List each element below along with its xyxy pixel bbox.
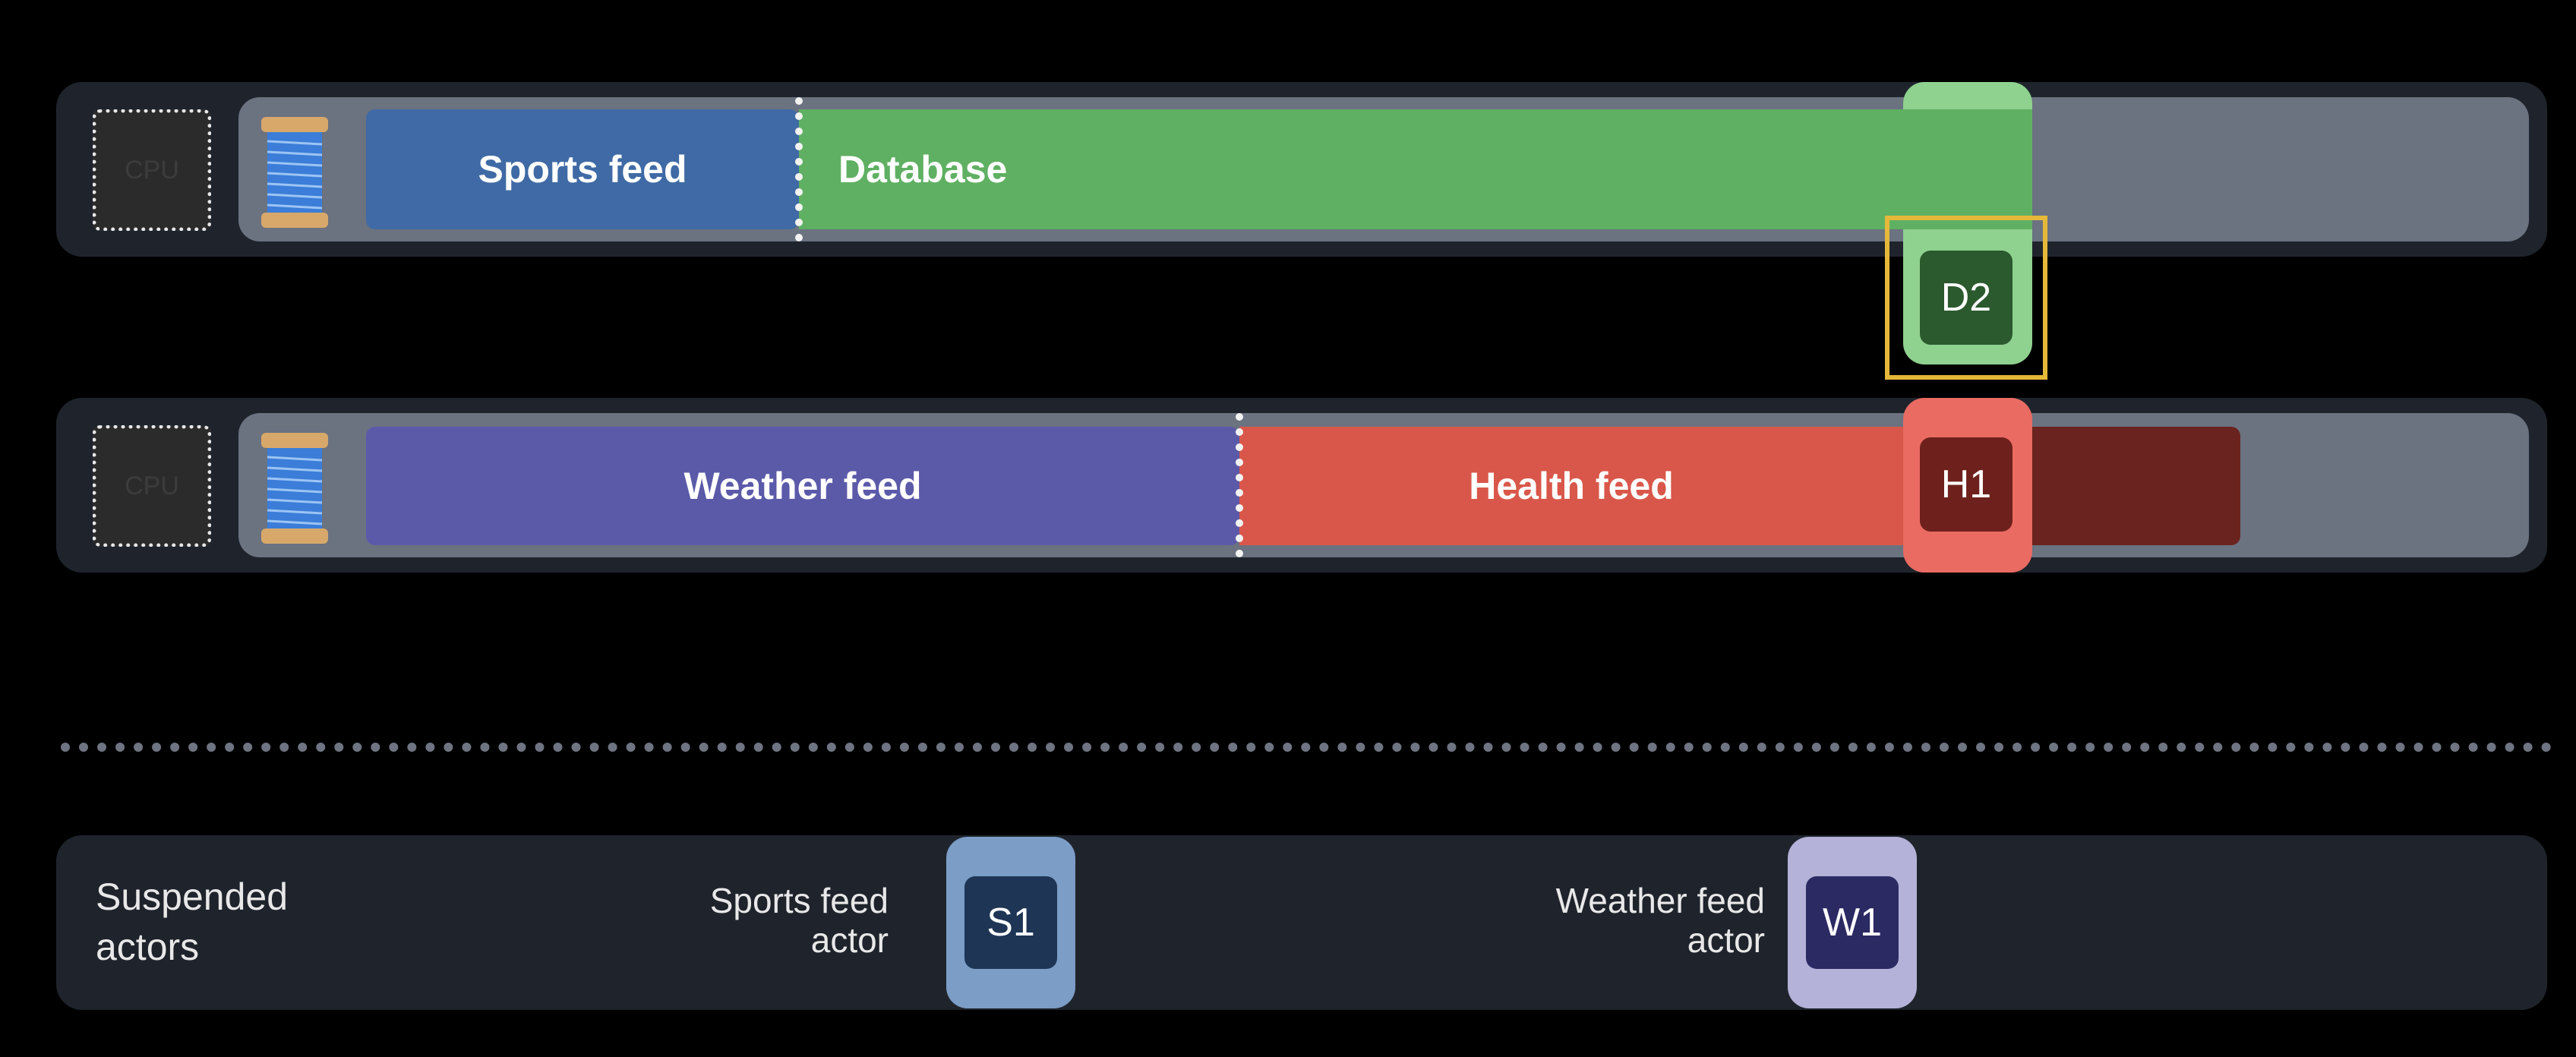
database-bar-overlay xyxy=(1903,109,2032,229)
actor-label-line1: Weather feed xyxy=(1555,881,1765,920)
suspended-actors-panel xyxy=(56,835,2547,1010)
dotted-divider xyxy=(61,743,2552,752)
cpu-label: CPU xyxy=(125,471,179,500)
task-label: Database xyxy=(838,148,1008,191)
job-chip-h1[interactable]: H1 xyxy=(1920,437,2012,532)
chip-label: D2 xyxy=(1940,276,1992,320)
task-separator xyxy=(795,97,803,241)
suspended-title-line1: Suspended xyxy=(96,876,289,918)
actor-chip-s1[interactable]: S1 xyxy=(964,876,1057,969)
job-chip-d2[interactable]: D2 xyxy=(1920,251,2012,345)
task-health-feed: Health feed xyxy=(1239,427,1903,545)
thread-spool-icon xyxy=(261,433,328,544)
task-label: Health feed xyxy=(1469,465,1674,507)
task-database: Database xyxy=(799,109,2032,229)
suspended-title-line2: actors xyxy=(96,926,200,968)
task-label: Weather feed xyxy=(683,465,922,507)
task-weather-feed: Weather feed xyxy=(366,427,1239,545)
thread-spool-icon xyxy=(261,117,328,228)
selection-highlight xyxy=(1885,216,2047,380)
actor-label-sports: Sports feed actor xyxy=(592,881,889,960)
task-label: Sports feed xyxy=(478,148,687,191)
chip-label: S1 xyxy=(987,901,1035,945)
actor-label-line2: actor xyxy=(810,920,889,960)
chip-label: W1 xyxy=(1823,901,1882,945)
chip-label: H1 xyxy=(1940,462,1992,506)
cpu-icon: CPU xyxy=(93,425,211,547)
cpu-label: CPU xyxy=(125,155,179,185)
actor-label-weather: Weather feed actor xyxy=(1443,881,1765,960)
task-sports-feed: Sports feed xyxy=(366,109,799,229)
cpu-icon: CPU xyxy=(93,109,211,231)
actor-label-line1: Sports feed xyxy=(709,881,889,920)
actor-label-line2: actor xyxy=(1687,920,1765,960)
suspended-title: Suspended actors xyxy=(96,872,399,972)
task-separator xyxy=(1236,413,1243,557)
actor-chip-w1[interactable]: W1 xyxy=(1806,876,1899,969)
